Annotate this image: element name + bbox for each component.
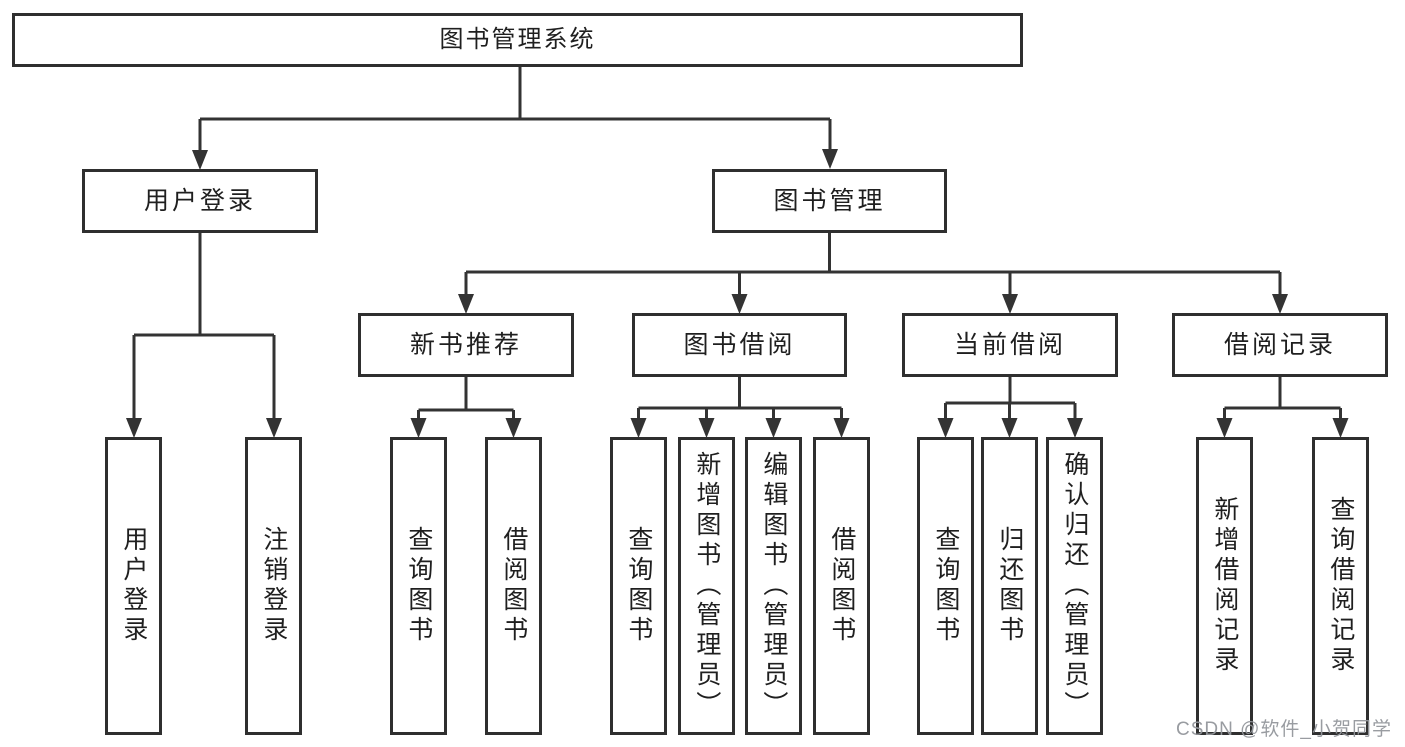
node-confirm-return-admin: 确认归还（管理员） [1046, 437, 1103, 735]
arrow-icon [1272, 294, 1288, 314]
leaf-label: 归还图书 [995, 526, 1024, 646]
arrow-icon [765, 418, 782, 438]
leaf-label: 借阅图书 [499, 526, 528, 646]
leaf-label: 查询图书 [931, 526, 960, 646]
node-query-books-current: 查询图书 [917, 437, 974, 735]
connector-userlogin-to-children [132, 233, 276, 420]
arrow-icon [505, 418, 522, 438]
connector-current-to-children [944, 377, 1077, 420]
arrow-icon [833, 418, 850, 438]
arrow-icon [731, 294, 748, 314]
arrow-icon [266, 418, 282, 438]
node-add-borrow-record: 新增借阅记录 [1196, 437, 1253, 735]
node-query-borrow-record: 查询借阅记录 [1312, 437, 1369, 735]
node-return-books: 归还图书 [981, 437, 1038, 735]
connector-borrow-to-children [637, 377, 843, 420]
node-current-borrowing-label: 当前借阅 [953, 330, 1066, 359]
leaf-label: 借阅图书 [827, 526, 856, 646]
node-book-borrowing: 图书借阅 [632, 313, 847, 377]
node-user-login-label: 用户登录 [143, 186, 256, 215]
node-query-books-recommend: 查询图书 [390, 437, 447, 735]
arrow-icon [410, 418, 427, 438]
leaf-label: 查询图书 [624, 526, 653, 646]
node-logout: 注销登录 [245, 437, 302, 735]
arrow-icon [458, 294, 474, 314]
leaf-label: 查询图书 [404, 526, 433, 646]
node-query-books-borrow: 查询图书 [610, 437, 667, 735]
leaf-label: 确认归还（管理员） [1060, 451, 1089, 721]
leaf-label: 注销登录 [259, 526, 288, 646]
node-current-borrowing: 当前借阅 [902, 313, 1118, 377]
node-borrowing-records-label: 借阅记录 [1223, 330, 1336, 359]
connector-bookmgmt-to-level3 [464, 233, 1282, 296]
connector-records-to-children [1223, 377, 1342, 420]
csdn-watermark: CSDN @软件_小贺同学 [1176, 719, 1392, 740]
arrow-icon [937, 418, 954, 438]
node-borrowing-records: 借阅记录 [1172, 313, 1388, 377]
arrow-icon [1001, 418, 1018, 438]
node-edit-books-admin: 编辑图书（管理员） [745, 437, 802, 735]
node-user-login: 用户登录 [82, 169, 318, 233]
node-book-management: 图书管理 [712, 169, 947, 233]
arrow-icon [822, 149, 838, 169]
arrow-icon [698, 418, 715, 438]
node-add-books-admin: 新增图书（管理员） [678, 437, 735, 735]
leaf-label: 用户登录 [119, 526, 148, 646]
node-new-book-recommend-label: 新书推荐 [409, 330, 522, 359]
arrow-icon [1216, 418, 1233, 438]
leaf-label: 新增借阅记录 [1210, 496, 1239, 676]
arrow-icon [1332, 418, 1349, 438]
node-borrow-books-action: 借阅图书 [813, 437, 870, 735]
arrow-icon [1002, 294, 1018, 314]
leaf-label: 查询借阅记录 [1326, 496, 1355, 676]
arrow-icon [192, 150, 208, 170]
arrow-icon [126, 418, 142, 438]
node-root-label: 图书管理系统 [439, 26, 596, 54]
node-user-login-action: 用户登录 [105, 437, 162, 735]
node-book-management-label: 图书管理 [773, 186, 886, 215]
arrow-icon [1067, 418, 1083, 438]
node-borrow-books-recommend: 借阅图书 [485, 437, 542, 735]
node-root: 图书管理系统 [12, 13, 1023, 67]
node-book-borrowing-label: 图书借阅 [683, 330, 796, 359]
leaf-label: 新增图书（管理员） [692, 451, 721, 721]
node-new-book-recommend: 新书推荐 [358, 313, 574, 377]
leaf-label: 编辑图书（管理员） [759, 451, 788, 721]
arrowheads [126, 149, 1349, 438]
connector-recommend-to-children [417, 377, 515, 420]
connector-root-to-level2 [198, 67, 832, 152]
arrow-icon [630, 418, 647, 438]
